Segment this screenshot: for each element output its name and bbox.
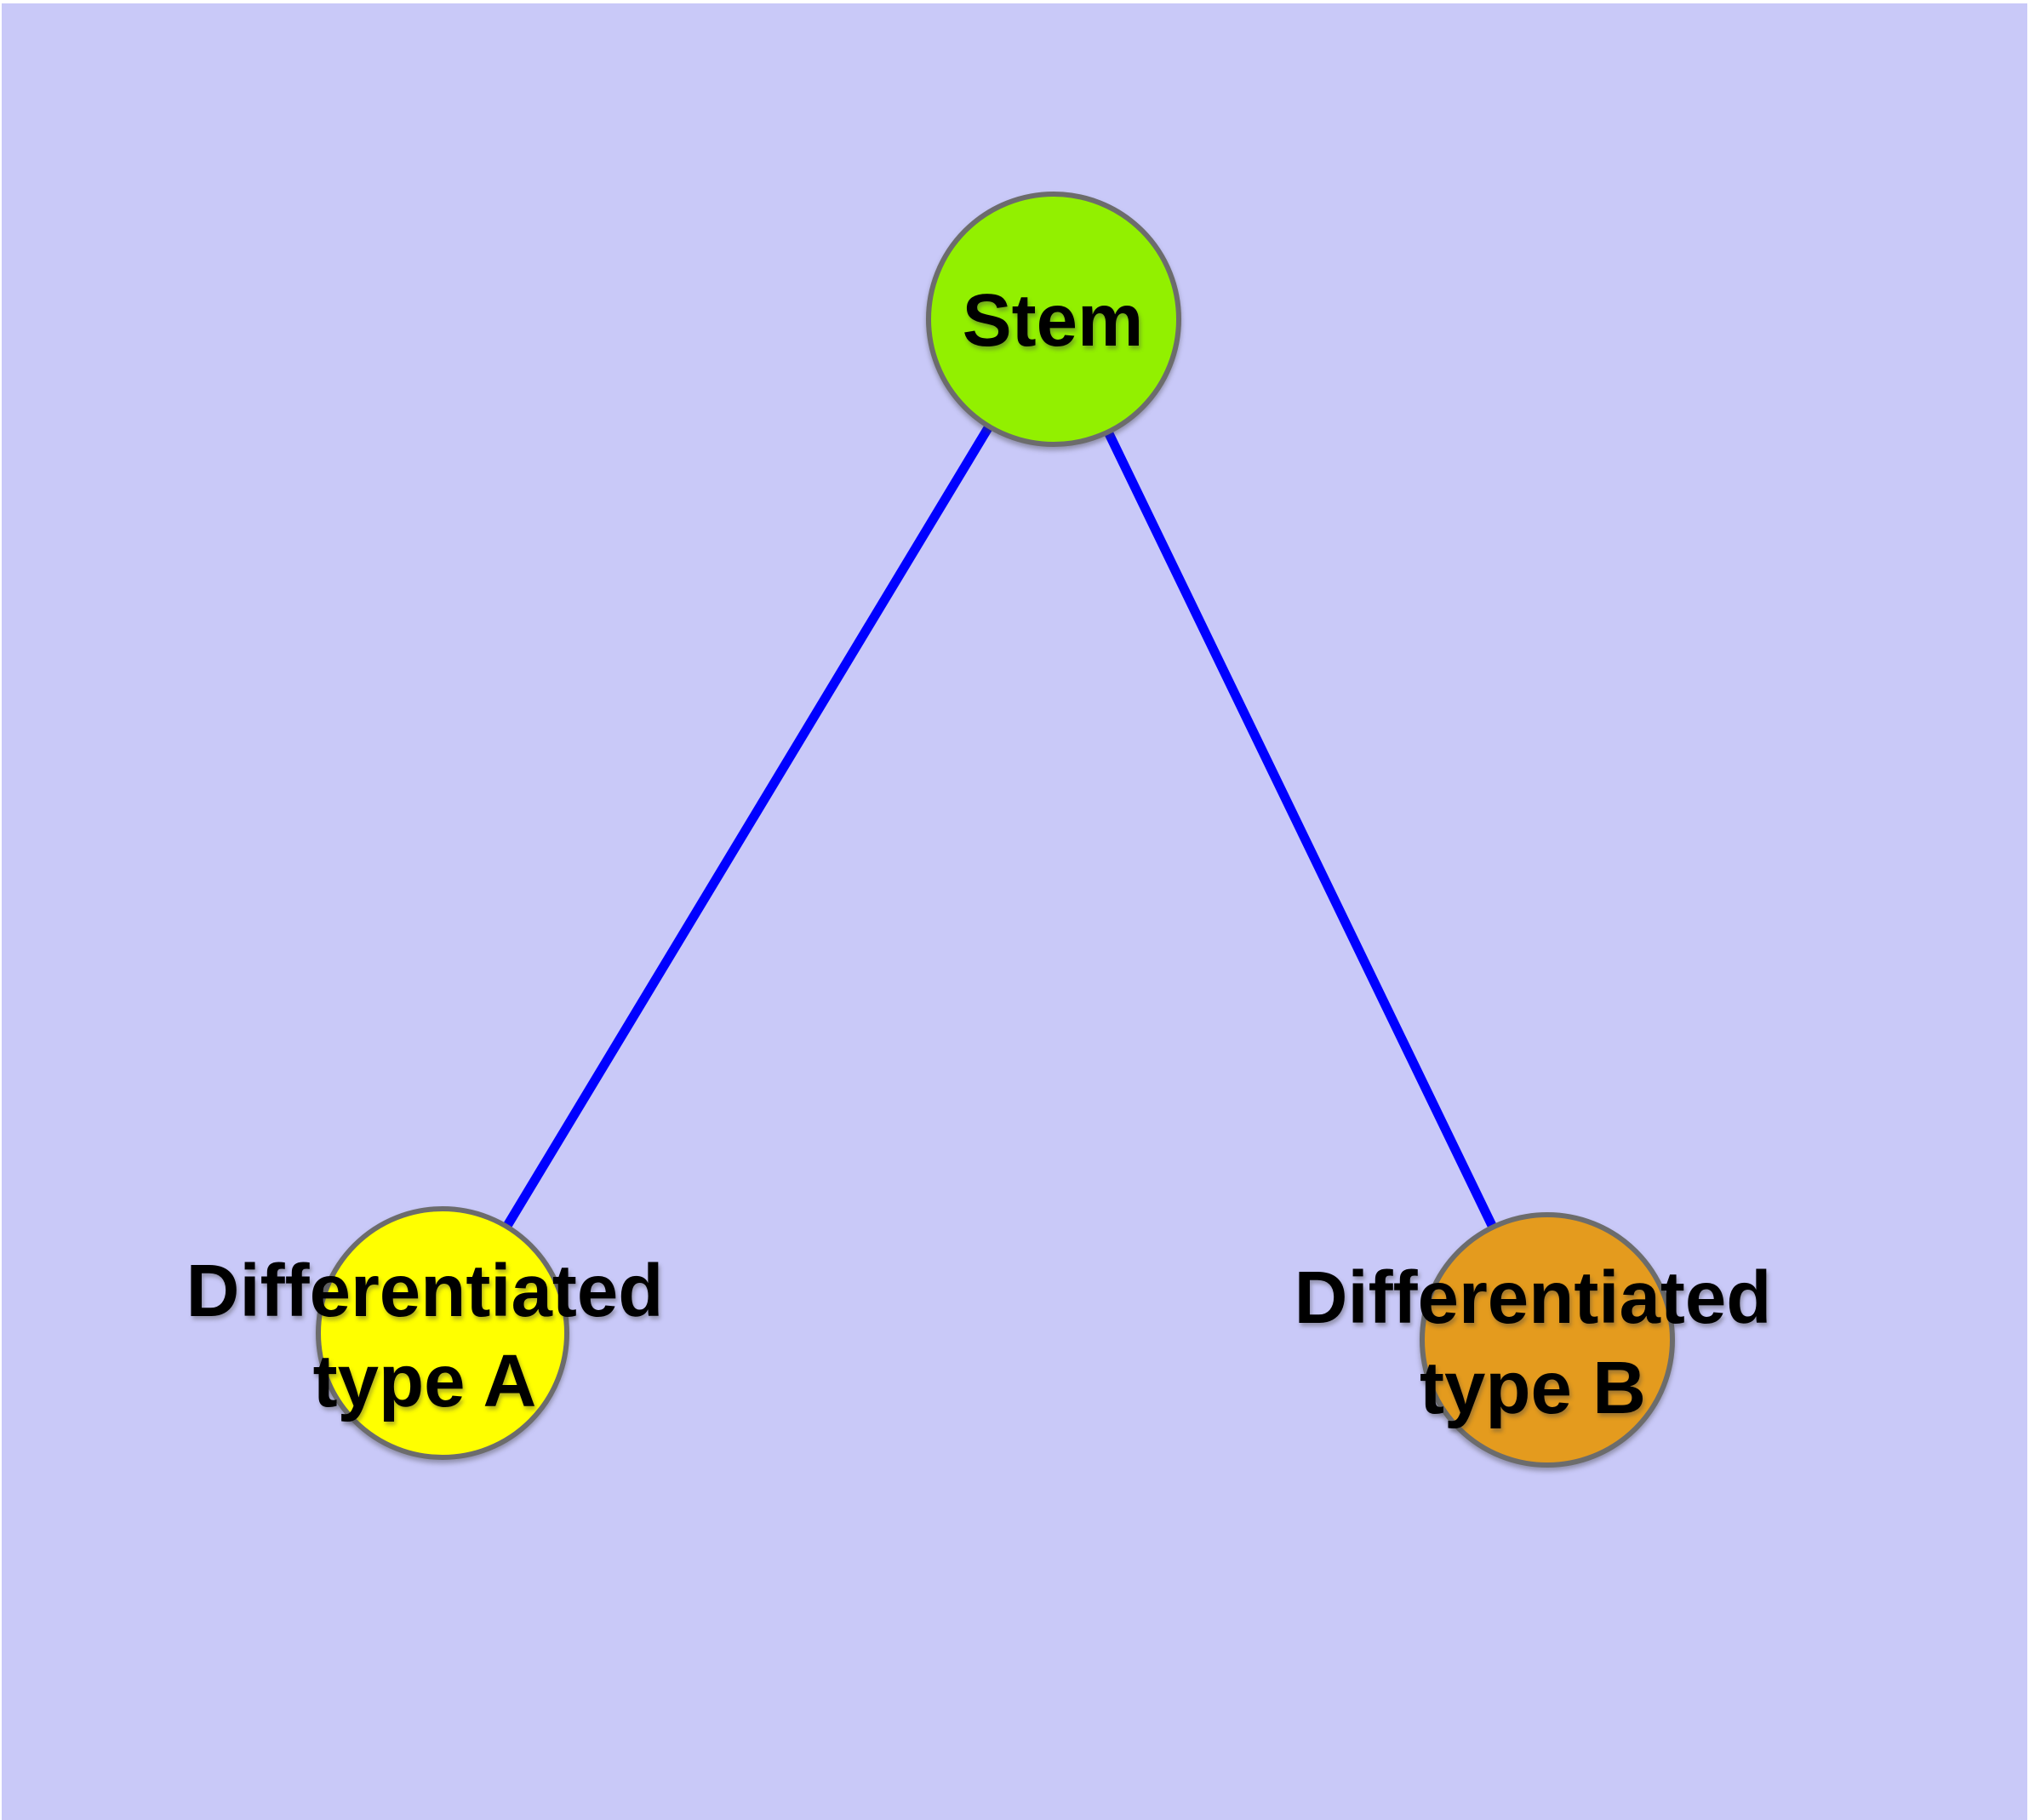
node-label-stem: Stem (962, 279, 1144, 362)
edge-stem-to-differentiated-type-b (1049, 317, 1552, 1342)
node-label-differentiated-type-b: Differentiated type B (1294, 1256, 1772, 1429)
node-differentiated-type-b (1420, 1212, 1675, 1468)
edge-stem-to-differentiated-type-a (438, 317, 1058, 1336)
node-label-differentiated-type-a: Differentiated type A (186, 1250, 664, 1422)
node-differentiated-type-a (316, 1206, 569, 1460)
node-stem (926, 192, 1181, 447)
